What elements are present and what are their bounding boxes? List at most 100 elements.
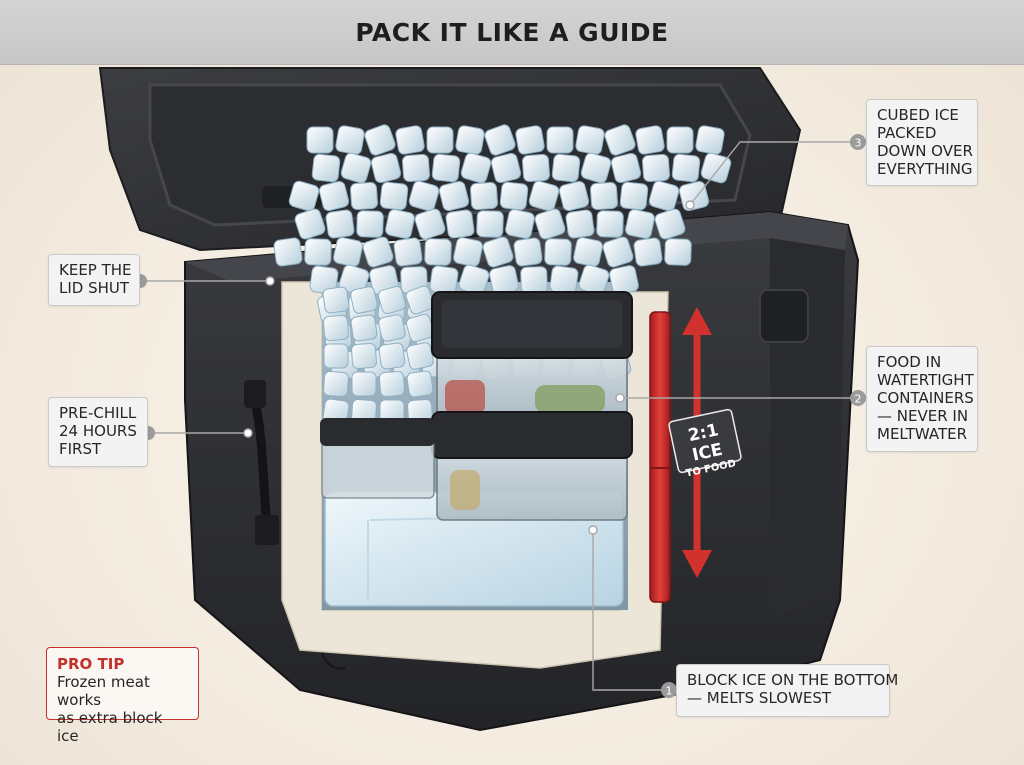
ice-cube <box>482 236 514 268</box>
ice-cube <box>431 153 461 183</box>
callout-pre-chill: PRE-CHILL 24 HOURS FIRST <box>48 397 148 467</box>
ice-cube <box>546 126 574 154</box>
ice-cube <box>350 314 378 342</box>
ice-cube <box>424 238 452 266</box>
title-banner <box>0 0 1024 65</box>
food-container-top <box>431 291 633 421</box>
ice-cube <box>377 285 407 315</box>
ice-cube <box>408 180 440 212</box>
ice-cube <box>671 153 701 183</box>
ice-cube <box>499 181 529 211</box>
callout-line: PACKED <box>877 124 937 142</box>
food-container-bottom <box>431 411 633 521</box>
callout-line: DOWN OVER <box>877 142 973 160</box>
ice-cube <box>642 154 670 182</box>
ice-cube <box>309 265 339 295</box>
ice-cube <box>351 371 377 397</box>
callout-keep-lid-shut: KEEP THE LID SHUT <box>48 254 140 306</box>
callout-line: FOOD IN <box>877 353 942 371</box>
ice-cube <box>405 285 435 315</box>
ice-cube <box>490 152 522 184</box>
ice-cube <box>489 265 519 295</box>
ice-cube <box>666 126 694 154</box>
ice-cube <box>385 209 415 239</box>
ice-cube <box>534 208 566 240</box>
callout-line: 24 HOURS <box>59 422 137 440</box>
marker-number-cubed-ice: 3 <box>855 137 862 150</box>
food-container-back <box>320 418 435 499</box>
ice-cube <box>333 237 363 267</box>
callout-block-ice: BLOCK ICE ON THE BOTTOM — MELTS SLOWEST <box>676 664 899 717</box>
ice-cube <box>549 265 579 295</box>
ice-cube <box>402 154 430 182</box>
ice-cube <box>455 125 485 155</box>
ice-cube <box>573 237 603 267</box>
ice-cube <box>565 209 595 239</box>
callout-line: LID SHUT <box>59 279 130 297</box>
ice-cube <box>445 209 475 239</box>
ice-cube <box>393 237 423 267</box>
ice-cube <box>575 125 605 155</box>
ice-cube <box>520 266 548 294</box>
page-title: PACK IT LIKE A GUIDE <box>355 18 669 47</box>
ice-cube <box>323 371 349 397</box>
ice-cube <box>513 237 543 267</box>
ice-cube <box>351 343 377 369</box>
callout-food-containers: FOOD IN WATERTIGHT CONTAINERS — NEVER IN… <box>866 346 978 452</box>
ice-cube <box>633 237 663 267</box>
ice-cube <box>664 238 692 266</box>
cubed-ice-layer <box>273 124 732 426</box>
ice-cube <box>505 209 535 239</box>
ice-cube <box>484 124 516 156</box>
ice-cube <box>695 125 725 155</box>
ice-cube <box>395 125 425 155</box>
ice-cube <box>406 370 434 398</box>
ice-cube <box>322 286 350 314</box>
leader-cubed-ice <box>689 141 858 206</box>
ice-cube <box>544 238 572 266</box>
ice-cube <box>350 286 378 314</box>
ice-cube <box>438 180 470 212</box>
callout-line: PRE-CHILL <box>59 404 137 422</box>
ice-cube <box>318 180 350 212</box>
callout-line: KEEP THE <box>59 261 132 279</box>
ice-cube <box>362 236 394 268</box>
ice-cube <box>515 125 545 155</box>
ice-cube <box>609 265 639 295</box>
pro-tip-line: as extra block ice <box>57 709 163 745</box>
ice-cube <box>522 154 550 182</box>
ice-cube <box>323 315 349 341</box>
ice-cube <box>590 182 618 210</box>
pro-tip-line: Frozen meat works <box>57 673 150 709</box>
ice-cube <box>335 125 365 155</box>
handle-bracket <box>244 380 266 408</box>
ice-cube <box>406 342 434 370</box>
callout-line: — MELTS SLOWEST <box>687 689 832 707</box>
ice-cube <box>350 182 378 210</box>
callout-line: MELTWATER <box>877 425 968 443</box>
marker-number-food: 2 <box>855 393 862 406</box>
ice-cube <box>551 153 581 183</box>
ice-cube <box>323 343 349 369</box>
ratio-label-box <box>668 408 742 474</box>
ice-cube <box>602 236 634 268</box>
callout-line: — NEVER IN <box>877 407 969 425</box>
ice-cube <box>460 152 492 184</box>
ice-cube <box>648 180 680 212</box>
callout-line: BLOCK ICE ON THE BOTTOM <box>687 671 899 689</box>
callout-line: CONTAINERS <box>877 389 974 407</box>
ice-cube <box>288 180 320 212</box>
ice-cube <box>604 124 636 156</box>
ice-cube <box>558 180 590 212</box>
ice-cube <box>596 210 624 238</box>
callout-cubed-ice: CUBED ICE PACKED DOWN OVER EVERYTHING <box>866 99 978 186</box>
latch <box>759 289 809 343</box>
ice-cube <box>340 152 372 184</box>
ice-cube <box>304 238 332 266</box>
handle-bracket-lower <box>255 515 279 545</box>
callout-line: EVERYTHING <box>877 160 973 178</box>
ice-cube <box>306 126 334 154</box>
ice-cube <box>476 210 504 238</box>
pro-tip-title: PRO TIP <box>57 655 125 673</box>
